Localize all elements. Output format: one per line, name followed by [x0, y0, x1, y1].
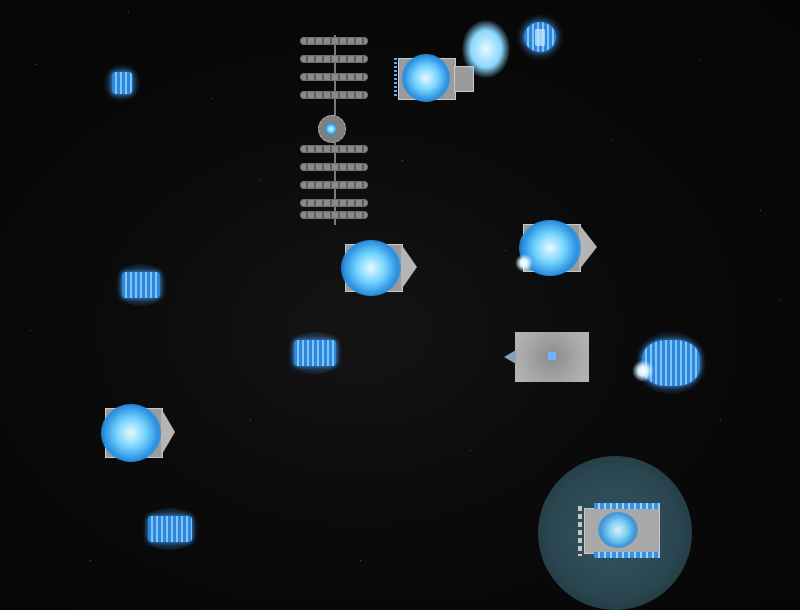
station-grid[interactable]: [300, 35, 370, 225]
flagship-turrets: [594, 552, 660, 558]
gray-cruiser[interactable]: [515, 220, 599, 276]
gray-cruiser[interactable]: [335, 240, 417, 296]
drone-body: [642, 340, 700, 386]
crate-turret-icon: [504, 350, 516, 364]
star: [720, 420, 721, 421]
drone-body: [112, 72, 132, 94]
cruiser-engine-icon: [101, 404, 161, 462]
station-row: [300, 199, 368, 207]
star: [260, 180, 261, 181]
station-row: [300, 145, 368, 153]
pod-core-icon: [325, 123, 337, 135]
star: [250, 420, 251, 421]
cruiser-rivets: [394, 58, 397, 98]
star: [30, 330, 31, 331]
muzzle-flash: [632, 360, 654, 382]
star: [760, 210, 761, 211]
cruiser-engine-icon: [341, 240, 401, 296]
drone-ship[interactable]: [114, 264, 168, 306]
drone-body: [294, 340, 336, 366]
cruiser-nose: [401, 244, 417, 290]
cruiser-nose: [579, 224, 597, 270]
star: [360, 560, 361, 561]
drone-ship[interactable]: [286, 332, 344, 374]
drone-core: [534, 28, 546, 46]
station-row: [300, 37, 368, 45]
star: [470, 450, 471, 451]
star: [402, 160, 403, 161]
crate-block[interactable]: [500, 332, 592, 382]
station-row: [300, 91, 368, 99]
flagship[interactable]: [538, 456, 692, 610]
cruiser-bow: [454, 66, 474, 92]
star: [505, 250, 506, 251]
energy-bolt: [462, 20, 510, 78]
station-row: [300, 55, 368, 63]
flagship-turrets: [594, 503, 660, 509]
station-row: [300, 181, 368, 189]
gray-cruiser[interactable]: [392, 54, 476, 102]
flagship-armor: [578, 506, 582, 556]
star: [700, 60, 701, 61]
star: [612, 140, 613, 141]
star: [90, 560, 91, 561]
drone-ship[interactable]: [104, 64, 140, 102]
drone-ship[interactable]: [632, 332, 708, 394]
docked-pod[interactable]: [318, 115, 346, 143]
crate-core-icon: [548, 352, 556, 360]
drone-ship[interactable]: [140, 508, 200, 550]
gray-cruiser[interactable]: [95, 404, 179, 462]
star: [780, 300, 781, 301]
station-row: [300, 73, 368, 81]
cruiser-nose: [161, 408, 175, 456]
flagship-core-icon: [598, 512, 638, 548]
star: [36, 64, 37, 65]
station-row: [300, 163, 368, 171]
drone-ship[interactable]: [516, 14, 564, 60]
drone-body: [122, 272, 160, 298]
drone-body: [148, 516, 192, 542]
muzzle-flash: [515, 254, 533, 272]
cruiser-engine-icon: [402, 54, 450, 102]
station-row: [300, 211, 368, 219]
star: [212, 98, 213, 99]
star: [128, 12, 129, 13]
